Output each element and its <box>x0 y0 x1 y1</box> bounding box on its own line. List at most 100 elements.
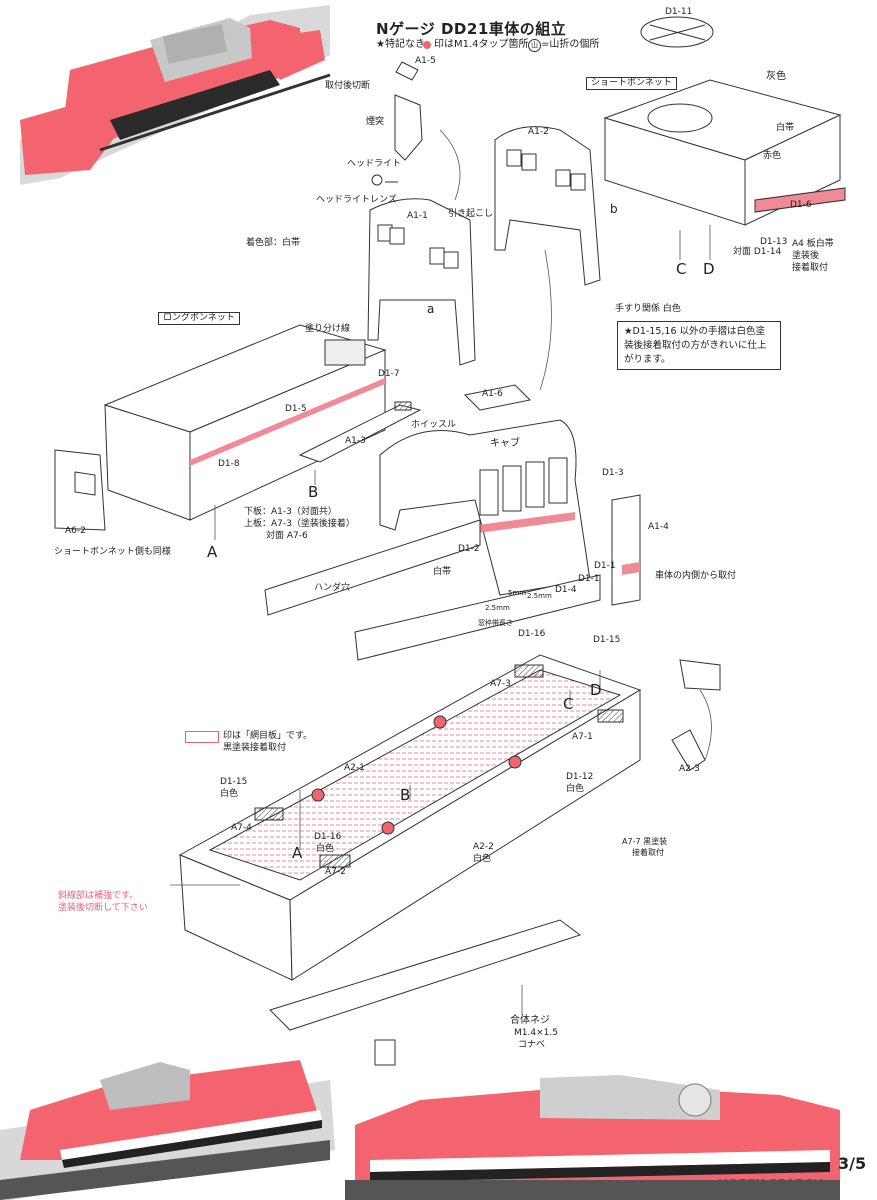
label-d1-6: D1-6 <box>790 200 812 210</box>
watermark: HOBBY SEARCH <box>718 1177 823 1191</box>
cab-body <box>379 384 641 606</box>
label-d1-15-top: D1-15 <box>593 635 621 645</box>
page-number: 3/5 <box>838 1154 867 1173</box>
label-d1-7: D1-7 <box>378 369 400 379</box>
label-white-2: 白色 <box>316 844 335 854</box>
label-a1-5: A1-5 <box>415 56 436 66</box>
label-white-band: 白帯 <box>776 123 795 133</box>
label-red: 赤色 <box>763 151 782 161</box>
label-short-side-same: ショートボンネット側も同様 <box>54 547 171 557</box>
label-pull-up: 引き起こし <box>448 209 494 219</box>
chimney-part <box>371 61 423 186</box>
label-headlight-lens: ヘッドライトレンズ <box>316 195 397 205</box>
label-d1-4: D1-4 <box>555 585 577 595</box>
letter-b-upper: B <box>308 483 319 501</box>
label-a7-3: A7-3 <box>490 679 511 689</box>
label-d1-1b: D1-1 <box>578 574 600 584</box>
label-d1-15-left: D1-15 <box>220 777 248 787</box>
label-upper-plate: 上板：A7-3（塗装後接着） <box>244 519 355 529</box>
legend-tap: 印はM1.4タップ箇所 <box>434 39 529 50</box>
label-a1-1: A1-1 <box>407 211 428 221</box>
label-screw-3: コナベ <box>518 1040 546 1050</box>
label-a1-4: A1-4 <box>648 522 669 532</box>
label-d1-16-left: D1-16 <box>314 832 342 842</box>
label-short-bonnet: ショートボンネット <box>586 77 677 90</box>
letter-a-lower: A <box>292 844 303 862</box>
front-frame-a1-1 <box>367 198 476 366</box>
photo-bottom-right <box>345 1075 840 1200</box>
letter-b-lower: B <box>400 786 411 804</box>
note-handrail: ★D1-15,16 以外の手摺は白色塗装後接着取付の方がきれいに仕上がります。 <box>617 321 781 371</box>
label-white-4: 白色 <box>473 854 492 864</box>
label-solder-hole: ハンダ穴 <box>314 583 351 593</box>
label-handrail: 手すり関係 白色 <box>615 304 681 314</box>
label-d1-5: D1-5 <box>285 404 307 414</box>
side-part-a2-3 <box>671 659 721 771</box>
label-cab: キャブ <box>490 438 520 449</box>
label-d1-16-top: D1-16 <box>518 629 546 639</box>
label-a7-7: A7-7 黒塗装 <box>622 837 668 846</box>
mesh-legend-box <box>185 731 219 743</box>
short-bonnet-front-a1-2 <box>494 126 601 286</box>
letter-a-small: a <box>427 302 435 316</box>
label-a2-1: A2-1 <box>344 763 365 773</box>
legend-star: ★特記なき <box>376 39 425 50</box>
label-mesh-note-2: 黒塗装接着取付 <box>223 743 287 753</box>
label-a4-plate-3: 接着取付 <box>792 263 829 273</box>
tap-mark-icon <box>423 41 431 49</box>
label-a1-3: A1-3 <box>345 436 366 446</box>
photo-top-left <box>0 0 331 185</box>
letter-a-upper: A <box>207 543 218 561</box>
label-a2-2: A2-2 <box>473 842 494 852</box>
label-mesh-note-1: 印は「網目板」です。 <box>223 731 313 741</box>
legend-fold: =山折の個所 <box>541 39 600 50</box>
label-d1-8: D1-8 <box>218 459 240 469</box>
label-chimney: 煙突 <box>366 117 385 127</box>
label-lower-plate: 下板：A1-3（対面共） <box>244 507 337 517</box>
label-long-bonnet: ロングボンネット <box>158 312 240 325</box>
label-white-band-cab: 白帯 <box>433 567 452 577</box>
label-a4-plate-1: A4 板白帯 <box>792 239 834 249</box>
label-hatch-note-2: 塗装後切断して下さい <box>58 903 148 913</box>
label-d1-12: D1-12 <box>566 772 594 782</box>
label-a7-2: A7-2 <box>325 867 346 877</box>
label-a6-2: A6-2 <box>65 526 86 536</box>
label-d1-13: D1-13 <box>760 237 788 247</box>
label-dim-5mm: 5mm <box>508 589 527 597</box>
label-white-3: 白色 <box>566 784 585 794</box>
label-hatch-note-1: 斜線部は補強です。 <box>58 891 139 901</box>
label-color-split-line: 塗り分け線 <box>305 324 351 334</box>
label-band-width: 窓枠帯長さ <box>478 619 513 627</box>
label-dim-2-5mm-b: 2.5mm <box>527 592 552 600</box>
guide-lines <box>170 129 712 1015</box>
chassis-frame <box>178 654 642 1066</box>
label-d1-2: D1-2 <box>458 544 480 554</box>
label-a7-7b: 接着取付 <box>632 848 664 857</box>
label-bracket: 取付後切断 <box>325 81 371 91</box>
plate-a1-3 <box>298 401 422 463</box>
letter-c-lower: C <box>563 695 574 713</box>
label-d1-3: D1-3 <box>602 468 624 478</box>
letter-d: D <box>703 260 715 278</box>
label-d1-1a: D1-1 <box>594 561 616 571</box>
label-gray: 灰色 <box>766 71 786 82</box>
page-title: Nゲージ DD21車体の組立 <box>376 20 567 38</box>
label-screw-1: 合体ネジ <box>510 1015 550 1026</box>
label-opposite-d1-14: 対面 D1-14 <box>733 247 782 257</box>
label-screw-2: M1.4×1.5 <box>514 1028 558 1038</box>
letter-c: C <box>676 260 687 278</box>
label-attach-inside: 車体の内側から取付 <box>655 571 737 581</box>
fold-mark-icon: 山 <box>528 39 541 52</box>
letter-b-small: b <box>610 202 618 216</box>
label-headlight: ヘッドライト <box>347 159 402 169</box>
label-color-white-band: 着色部：白帯 <box>246 238 301 248</box>
short-bonnet <box>603 16 846 226</box>
long-bonnet <box>54 324 387 531</box>
photo-bottom-left <box>0 1060 335 1200</box>
label-a1-2: A1-2 <box>528 127 549 137</box>
label-a2-3: A2-3 <box>679 764 700 774</box>
label-a1-6: A1-6 <box>482 389 503 399</box>
letter-d-lower: D <box>590 681 602 699</box>
